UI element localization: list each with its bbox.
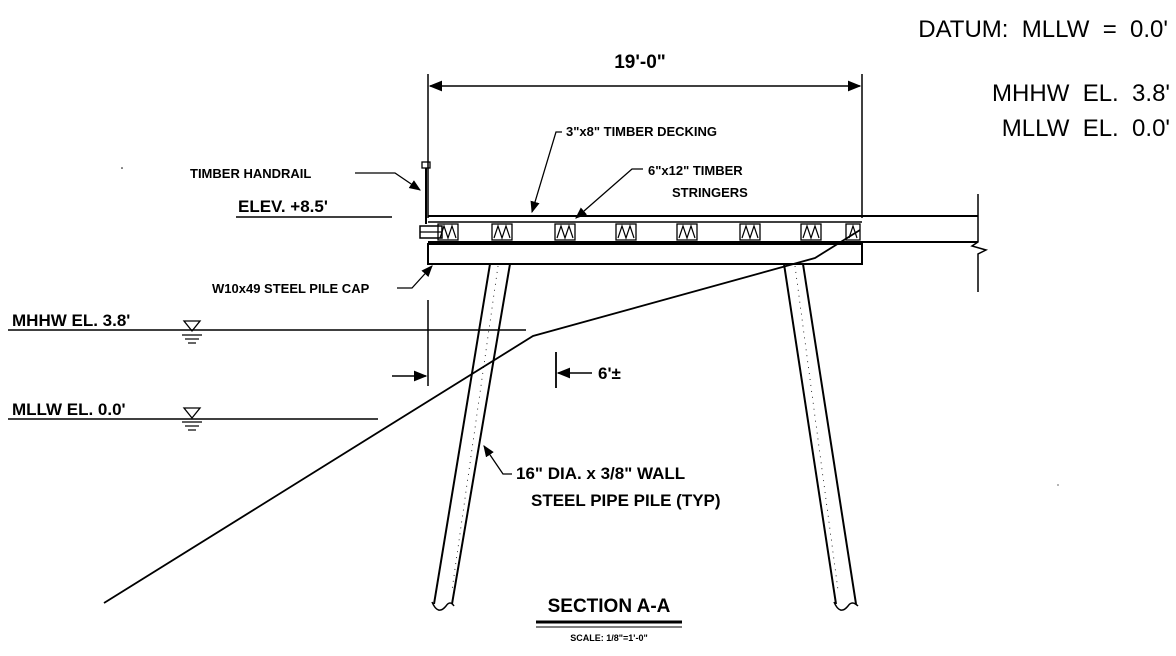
elevation-callout: ELEV. +8.5' [236, 197, 392, 218]
handrail-callout: TIMBER HANDRAIL [190, 166, 421, 191]
elevation-label: ELEV. +8.5' [238, 197, 328, 216]
mllw-label: MLLW EL. 0.0' [12, 400, 126, 419]
mhhw-label: MHHW EL. 3.8' [12, 311, 130, 330]
stringer [615, 223, 637, 241]
section-title-block: SECTION A-A SCALE: 1/8"=1'-0" [536, 596, 682, 643]
water-level-icon [182, 407, 202, 431]
steel-pipe-piles [431, 263, 859, 611]
steel-pile-cap [427, 243, 863, 265]
datum-note: DATUM: MLLW = 0.0' [918, 16, 1168, 43]
stringer [676, 223, 698, 241]
pile-cap-callout: W10x49 STEEL PILE CAP [212, 265, 433, 296]
mllw-water-level: MLLW EL. 0.0' [8, 400, 378, 431]
break-line [970, 238, 989, 292]
pile-label-line2: STEEL PIPE PILE (TYP) [531, 491, 721, 510]
handrail-label: TIMBER HANDRAIL [190, 166, 311, 181]
pile-cap-label: W10x49 STEEL PILE CAP [212, 281, 370, 296]
stringer [845, 223, 861, 241]
mhhw-water-level: MHHW EL. 3.8' [8, 311, 526, 344]
pile-right [783, 263, 859, 611]
pile-left [431, 263, 511, 611]
mllw-level-note: MLLW EL. 0.0' [1002, 115, 1170, 142]
timber-stringers [419, 223, 861, 241]
stringer [491, 223, 513, 241]
timber-handrail [421, 161, 431, 224]
stringer [800, 223, 822, 241]
decking-callout: 3"x8" TIMBER DECKING [530, 124, 717, 214]
decking-label: 3"x8" TIMBER DECKING [566, 124, 717, 139]
offset-value: 6'± [598, 364, 621, 383]
scale-note: SCALE: 1/8"=1'-0" [570, 633, 647, 643]
pile-label-line1: 16" DIA. x 3/8" WALL [516, 464, 685, 483]
stringers-callout: 6"x12" TIMBER STRINGERS [575, 163, 748, 219]
stringer [554, 223, 576, 241]
section-title: SECTION A-A [548, 596, 671, 617]
pile-callout: 16" DIA. x 3/8" WALL STEEL PIPE PILE (TY… [483, 445, 721, 510]
edge-block [419, 225, 443, 239]
mudline [103, 229, 861, 604]
stringer [739, 223, 761, 241]
deck-assembly [419, 194, 989, 292]
mhhw-level-note: MHHW EL. 3.8' [992, 80, 1170, 107]
deck-width-value: 19'-0" [614, 52, 666, 73]
stringers-label-line2: STRINGERS [672, 185, 748, 200]
offset-dimension: 6'± [392, 300, 621, 388]
stringers-label-line1: 6"x12" TIMBER [648, 163, 743, 178]
deck-width-dimension: 19'-0" [427, 52, 863, 218]
water-level-icon [182, 320, 202, 344]
